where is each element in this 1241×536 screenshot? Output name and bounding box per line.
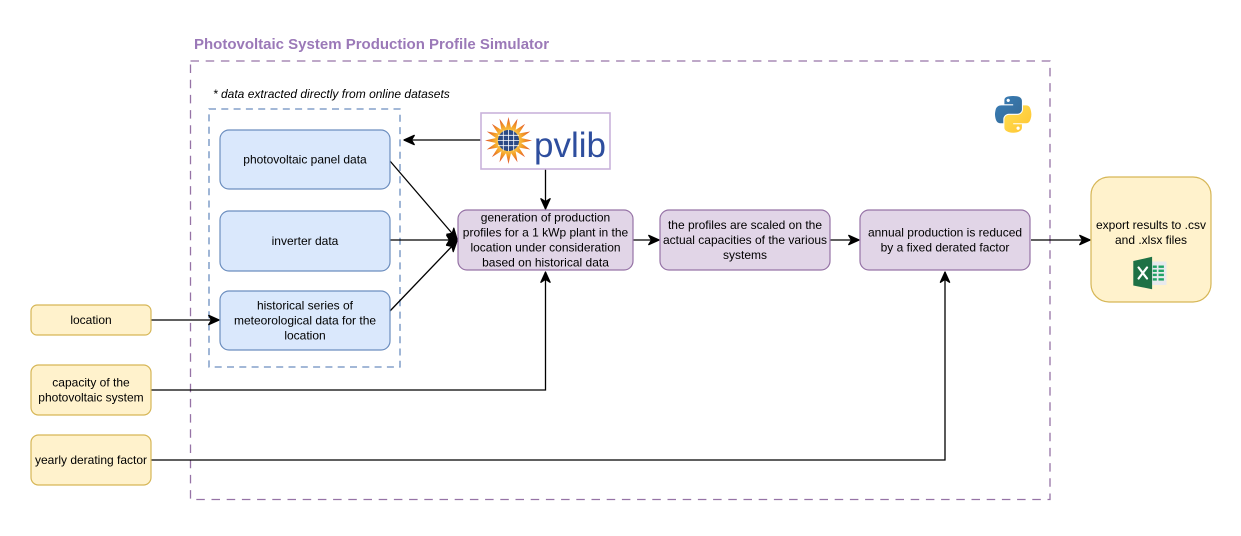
svg-text:based on historical data: based on historical data xyxy=(482,256,609,270)
svg-text:inverter data: inverter data xyxy=(272,234,339,248)
svg-text:location: location xyxy=(284,329,325,343)
svg-text:annual production is reduced: annual production is reduced xyxy=(868,226,1022,240)
svg-text:meteorological data for the: meteorological data for the xyxy=(234,314,376,328)
svg-text:pvlib: pvlib xyxy=(534,126,606,165)
svg-text:photovoltaic system: photovoltaic system xyxy=(38,391,143,405)
svg-text:profiles for a 1 kWp plant in: profiles for a 1 kWp plant in the xyxy=(463,226,629,240)
svg-text:actual capacities of the vario: actual capacities of the various xyxy=(663,233,827,247)
svg-text:location under consideration: location under consideration xyxy=(470,241,620,255)
svg-text:the profiles are scaled on the: the profiles are scaled on the xyxy=(668,218,822,232)
svg-text:generation of production: generation of production xyxy=(481,211,610,225)
svg-text:location: location xyxy=(70,313,111,327)
svg-text:export results to .csv: export results to .csv xyxy=(1096,218,1206,232)
svg-text:Photovoltaic System Production: Photovoltaic System Production Profile S… xyxy=(194,36,549,53)
svg-text:yearly derating factor: yearly derating factor xyxy=(35,453,147,467)
svg-text:photovoltaic panel data: photovoltaic panel data xyxy=(243,153,367,167)
svg-text:* data extracted directly from: * data extracted directly from online da… xyxy=(213,87,450,101)
svg-text:capacity of the: capacity of the xyxy=(52,376,130,390)
svg-text:systems: systems xyxy=(723,248,767,262)
svg-text:and .xlsx files: and .xlsx files xyxy=(1115,233,1187,247)
svg-text:by a fixed derated factor: by a fixed derated factor xyxy=(881,241,1010,255)
svg-text:historical series of: historical series of xyxy=(257,299,354,313)
